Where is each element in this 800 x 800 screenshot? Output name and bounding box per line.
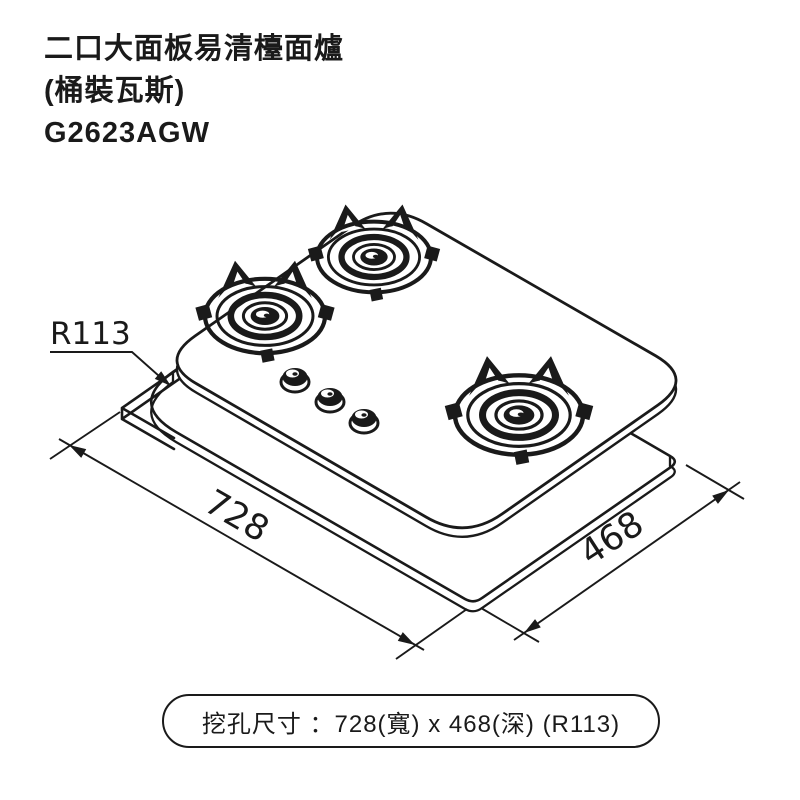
title-block: 二口大面板易清檯面爐 (桶裝瓦斯) G2623AGW — [44, 28, 344, 154]
cutout-thickness-edge — [150, 370, 676, 613]
dimension-line — [58, 438, 425, 651]
extension-lines — [49, 411, 468, 660]
product-name: 二口大面板易清檯面爐 — [44, 33, 345, 65]
arrowhead — [520, 618, 542, 639]
dimension-depth-label: 468 — [573, 504, 651, 574]
product-model: G2623AGW — [44, 117, 210, 149]
dimension-line — [513, 481, 741, 641]
knob-1 — [279, 366, 311, 394]
radius-label: R113 — [50, 316, 131, 352]
knob-3 — [348, 407, 380, 435]
extension-lines — [480, 464, 745, 643]
radius-callout: R113 — [50, 316, 176, 391]
cooktop-panel — [175, 211, 678, 538]
leader-line — [50, 351, 169, 385]
panel-top-face — [175, 211, 678, 530]
arrowhead — [65, 439, 88, 459]
cutout-size-text: 挖孔尺寸 ：728(寬) x 468(深) (R113) — [201, 710, 621, 738]
product-fuel-type: (桶裝瓦斯) — [44, 75, 186, 107]
knob-2 — [314, 386, 346, 414]
cutout-size-pill: 挖孔尺寸 ：728(寬) x 468(深) (R113) — [162, 694, 660, 748]
